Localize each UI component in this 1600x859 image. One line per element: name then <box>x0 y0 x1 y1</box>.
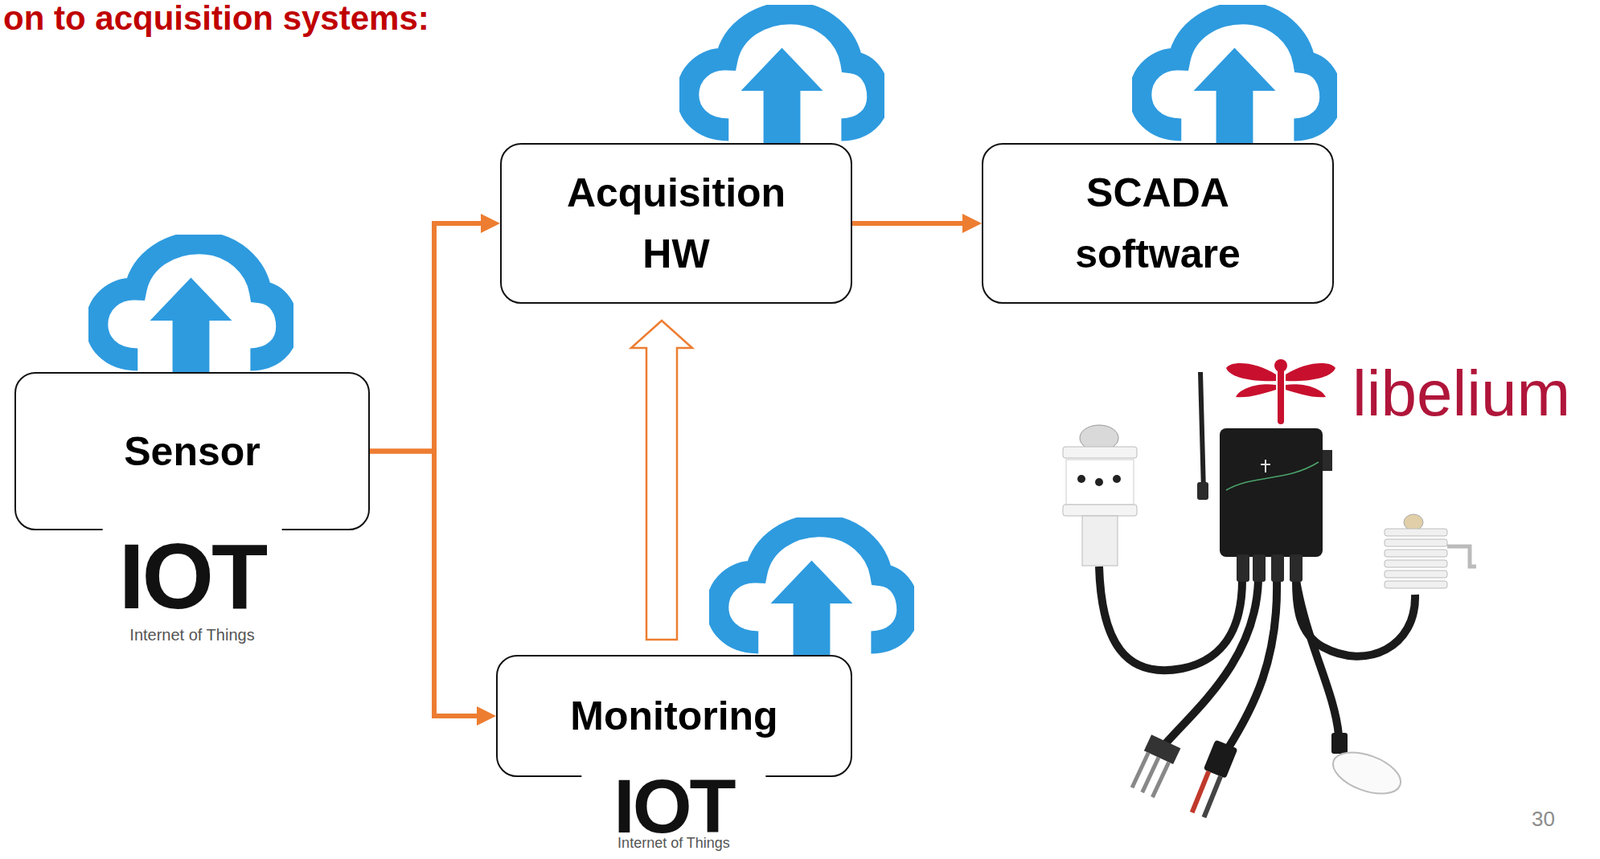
device-port <box>1289 554 1303 583</box>
shield-plate <box>1384 529 1448 537</box>
anemometer-body <box>1066 459 1134 505</box>
logo-caption: Internet of Things <box>129 626 255 645</box>
anemometer-stem <box>1082 516 1118 567</box>
cloud-upload-icon <box>1140 12 1331 144</box>
device-box <box>1219 428 1323 558</box>
cloud-upload-icon <box>687 12 878 144</box>
anemometer-sensor <box>1077 475 1086 484</box>
iot-logo: IOT <box>613 768 734 846</box>
cable <box>1296 580 1339 736</box>
cloud-upload-icon <box>717 525 908 657</box>
box-label: Monitoring <box>570 685 778 747</box>
process-box: SCADA software <box>981 143 1334 304</box>
cable <box>1099 566 1243 671</box>
logo-wing <box>1285 363 1336 382</box>
shield-top <box>1403 514 1424 531</box>
weather-station-device <box>1062 372 1477 821</box>
shield-plate <box>1384 560 1448 568</box>
antenna <box>1200 372 1204 493</box>
process-box: Sensor <box>14 372 370 531</box>
logo-body <box>1277 368 1285 425</box>
device-port <box>1271 554 1285 583</box>
process-box: Acquisition HW <box>500 143 853 304</box>
iot-logo-wrap: IOT <box>102 527 283 624</box>
title-wrap: on to acquisition systems: <box>3 1 430 36</box>
anemometer-plate <box>1062 504 1137 517</box>
anemometer-sensor <box>1112 475 1121 484</box>
anemometer-plate <box>1062 447 1137 459</box>
logo-wing <box>1226 363 1276 382</box>
box-label: SCADA software <box>1037 162 1279 285</box>
logo-wing <box>1285 384 1326 398</box>
box-label: Sensor <box>123 421 261 483</box>
iot-logo: IOT <box>118 530 267 624</box>
flow-arrow <box>369 451 487 718</box>
slide-title: on to acquisition systems: <box>3 1 430 36</box>
device-decoration <box>1260 459 1271 473</box>
leaf-sensor <box>1327 744 1407 802</box>
process-box: Monitoring <box>496 655 853 778</box>
logo-caption-wrap: Internet of Things <box>129 626 255 645</box>
flow-arrow <box>369 223 491 452</box>
device-decoration <box>1226 462 1319 491</box>
dragonfly-logo <box>1226 359 1336 425</box>
page-number-wrap: 30 <box>1531 808 1555 830</box>
shield-plate <box>1384 549 1448 558</box>
iot-logo-wrap: IOT <box>581 765 766 846</box>
cable <box>1226 580 1277 752</box>
shield-plate <box>1384 581 1448 589</box>
device-port <box>1322 450 1333 472</box>
device-port <box>1236 554 1250 583</box>
shield-plate <box>1384 570 1448 579</box>
brand-logo-text-wrap: libelium <box>1352 361 1571 427</box>
logo-caption-wrap: Internet of Things <box>617 836 731 853</box>
device-port <box>1252 554 1266 583</box>
anemometer-sensor <box>1095 478 1104 487</box>
shield-bracket <box>1447 546 1477 567</box>
soil-probe <box>1128 734 1182 800</box>
block-arrow <box>631 320 693 640</box>
moisture-probe <box>1186 739 1238 820</box>
antenna-base <box>1197 482 1209 501</box>
brand-logo-text: libelium <box>1352 361 1571 427</box>
logo-head <box>1274 359 1288 373</box>
cloud-upload-icon <box>96 242 288 374</box>
flow-arrow <box>852 221 973 226</box>
shield-plate <box>1384 539 1448 547</box>
logo-wing <box>1235 384 1276 398</box>
logo-caption: Internet of Things <box>617 836 731 853</box>
box-label: Acquisition HW <box>555 162 797 285</box>
page-number: 30 <box>1531 808 1555 830</box>
leaf-sensor-plug <box>1331 733 1348 755</box>
